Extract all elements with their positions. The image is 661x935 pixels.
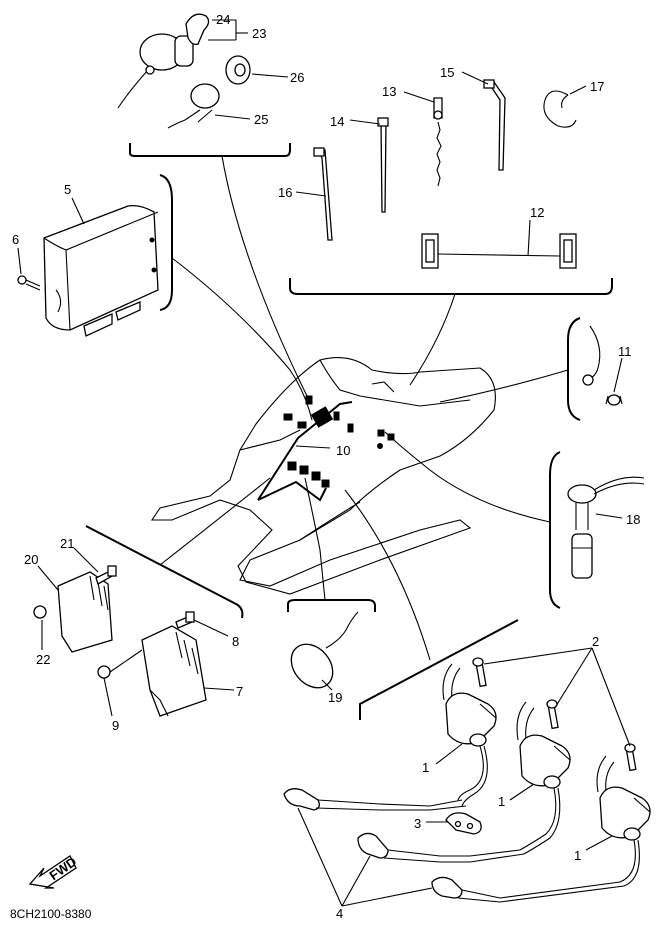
ignition-switch-group xyxy=(117,13,251,129)
callout-8: 8 xyxy=(232,634,239,649)
clamp-3 xyxy=(445,812,482,835)
callout-25: 25 xyxy=(254,112,268,127)
callout-4: 4 xyxy=(336,906,343,921)
leader-10 xyxy=(295,445,331,449)
coils-group xyxy=(283,657,651,903)
ignition-leaders xyxy=(208,19,289,120)
ecu-unit xyxy=(43,204,159,331)
callout-16: 16 xyxy=(278,185,292,200)
main-harness xyxy=(150,357,496,595)
callout-1b: 1 xyxy=(498,794,505,809)
clip-17 xyxy=(543,90,577,128)
group-brackets xyxy=(85,143,613,720)
callout-6: 6 xyxy=(12,232,19,247)
harness-connectors xyxy=(283,395,395,488)
ecu-group xyxy=(17,204,159,337)
plug-cap-2 xyxy=(357,832,525,863)
cdi-leaders xyxy=(37,547,235,717)
callout-18: 18 xyxy=(626,512,640,527)
band-15 xyxy=(486,81,506,171)
callout-3: 3 xyxy=(414,816,421,831)
callout-13: 13 xyxy=(382,84,396,99)
cable-tie-14 xyxy=(380,121,387,213)
drawing-code: 8CH2100-8380 xyxy=(10,907,92,921)
callout-17: 17 xyxy=(590,79,604,94)
callout-2: 2 xyxy=(592,634,599,649)
callout-22: 22 xyxy=(36,652,50,667)
bolt-6 xyxy=(17,275,27,285)
unit-20 xyxy=(57,571,113,653)
callout-11: 11 xyxy=(618,344,632,359)
ignition-coil-a xyxy=(442,657,497,807)
callout-14: 14 xyxy=(330,114,344,129)
unit-7 xyxy=(141,625,207,717)
callout-15: 15 xyxy=(440,65,454,80)
callout-24: 24 xyxy=(216,12,230,27)
callout-12: 12 xyxy=(530,205,544,220)
small-parts-leaders xyxy=(295,71,587,257)
earth-lead-11 xyxy=(582,325,623,406)
callout-7: 7 xyxy=(236,684,243,699)
plug-cap-1 xyxy=(283,788,467,811)
callout-9: 9 xyxy=(112,718,119,733)
ignition-coil-b xyxy=(516,699,571,855)
sensor-18 xyxy=(567,476,645,579)
nut-9 xyxy=(97,665,111,679)
leader-lines xyxy=(159,155,569,661)
plug-cap-3 xyxy=(431,876,501,903)
callout-labels: 24 23 26 25 15 13 17 14 16 12 5 6 11 10 … xyxy=(12,12,640,921)
callout-20: 20 xyxy=(24,552,38,567)
coils-leaders xyxy=(297,647,631,907)
callout-23: 23 xyxy=(252,26,266,41)
callout-26: 26 xyxy=(290,70,304,85)
nut-22 xyxy=(33,605,47,619)
ecu-leaders xyxy=(17,197,85,275)
callout-5: 5 xyxy=(64,182,71,197)
callout-10: 10 xyxy=(336,443,350,458)
switch-lamp xyxy=(190,83,220,109)
key xyxy=(185,13,210,46)
fwd-label: FWD xyxy=(46,854,79,883)
cdi-group xyxy=(33,565,207,717)
callout-19: 19 xyxy=(328,690,342,705)
forward-arrow-icon: FWD xyxy=(28,854,79,889)
small-parts-group xyxy=(313,79,577,269)
callout-21: 21 xyxy=(60,536,74,551)
callout-1a: 1 xyxy=(422,760,429,775)
ignition-coil-c xyxy=(499,743,651,903)
bolt-11 xyxy=(607,394,621,406)
callout-1c: 1 xyxy=(574,848,581,863)
part-19 xyxy=(290,611,359,691)
